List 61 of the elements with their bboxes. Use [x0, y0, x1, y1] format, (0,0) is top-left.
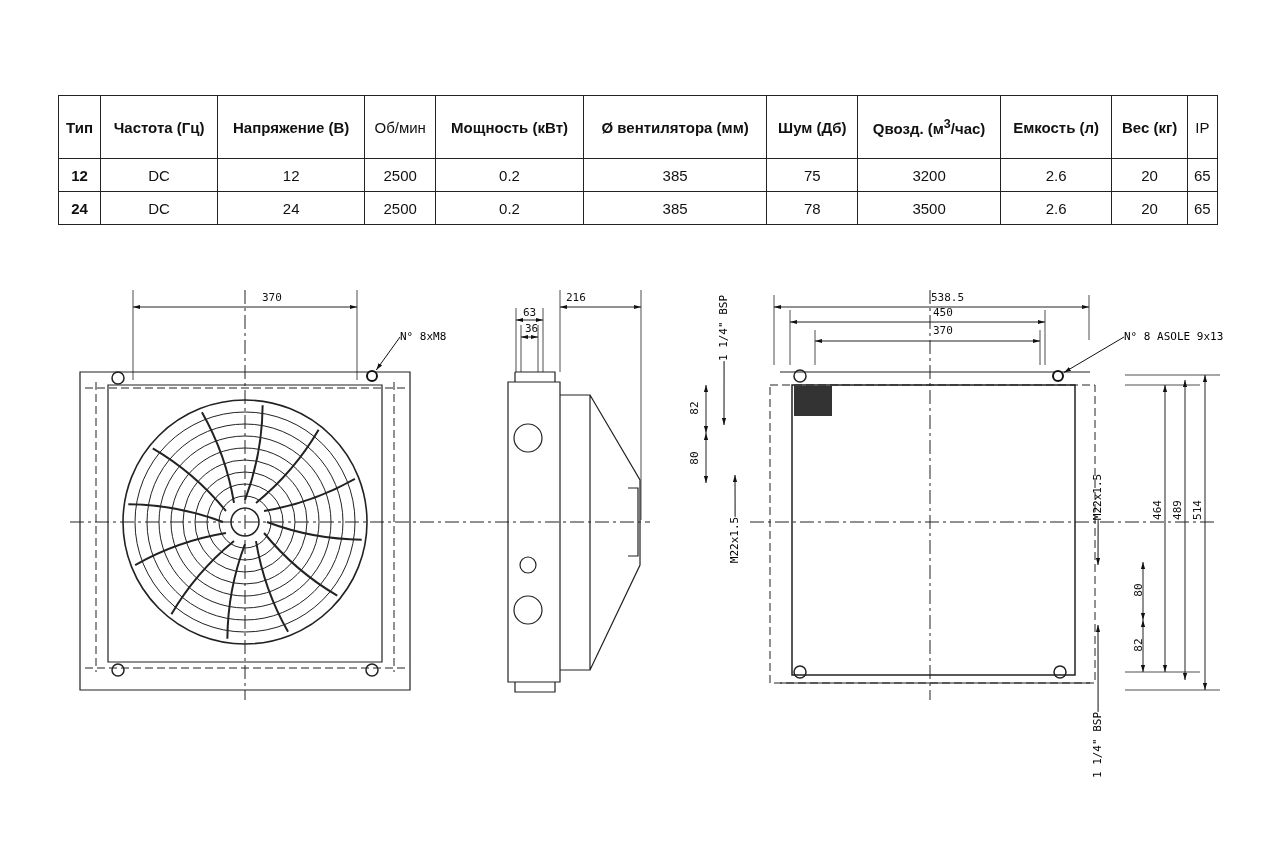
table-value: 20: [1111, 158, 1188, 192]
dimension-text: 450: [933, 307, 953, 319]
dimension-text: 216: [566, 292, 586, 304]
table-value: 65: [1187, 191, 1218, 225]
leader-line: [375, 336, 401, 371]
table-value: 0.2: [435, 158, 584, 192]
table-value: 3200: [857, 158, 1001, 192]
dimension-text: 82: [688, 401, 701, 415]
column-header: Ø вентилятора (мм): [583, 95, 767, 159]
table-value: 3500: [857, 191, 1001, 225]
dimension-text: 63: [523, 307, 537, 319]
table-value: DC: [100, 158, 218, 192]
leader-line: [1095, 624, 1101, 713]
callout-text: M22x1.5: [1092, 473, 1105, 521]
table-value: 65: [1187, 158, 1218, 192]
dimension-text: 82: [1132, 638, 1145, 652]
column-header: Вес (кг): [1111, 95, 1188, 159]
table-value: 385: [583, 191, 767, 225]
mounting-hole: [1052, 370, 1064, 382]
table-value: 12: [217, 158, 365, 192]
table-value: 2500: [364, 158, 436, 192]
dimension-text: 80: [688, 451, 701, 465]
table-value: 0.2: [435, 191, 584, 225]
dimension-text: 370: [933, 325, 953, 337]
dimension-text: 370: [262, 292, 282, 304]
leader-line: [1063, 336, 1125, 373]
table-value: 24: [217, 191, 365, 225]
table-value: DC: [100, 191, 218, 225]
callout-text: M22x1.5: [729, 516, 742, 564]
dimension-text: 36: [525, 323, 539, 335]
table-value: 2500: [364, 191, 436, 225]
callout-text: N° 8xM8: [400, 331, 447, 343]
callout-text: 1 1/4" BSP: [718, 294, 731, 362]
table-value: 385: [583, 158, 767, 192]
leader-line: [721, 360, 727, 426]
column-header: Шум (Дб): [766, 95, 858, 159]
mounting-hole: [366, 370, 378, 382]
column-header: Напряжение (В): [217, 95, 365, 159]
table-value: 75: [766, 158, 858, 192]
dimension-text: 514: [1191, 500, 1204, 520]
callout-text: N° 8 ASOLE 9x13: [1124, 331, 1224, 343]
leader-line: [732, 474, 738, 518]
dimension-text: 489: [1171, 500, 1184, 520]
column-header: Мощность (кВт): [435, 95, 584, 159]
callout-text: 1 1/4" BSP: [1092, 711, 1105, 779]
table-value: 78: [766, 191, 858, 225]
dimension-text: 464: [1151, 500, 1164, 520]
table-value: 2.6: [1000, 191, 1112, 225]
column-header: Об/мин: [364, 95, 436, 159]
table-value: 2.6: [1000, 158, 1112, 192]
table-value: 20: [1111, 191, 1188, 225]
column-header: Qвозд. (м$^{3}$/час): [857, 95, 1001, 159]
table-value: 12: [58, 158, 101, 192]
dimension-text: 80: [1132, 583, 1145, 597]
leader-line: [1095, 519, 1101, 566]
column-header: Частота (Гц): [100, 95, 218, 159]
column-header: Тип: [58, 95, 101, 159]
column-header: Емкость (л): [1000, 95, 1112, 159]
dimension-text: 538.5: [931, 292, 965, 304]
table-value: 24: [58, 191, 101, 225]
column-header: IP: [1187, 95, 1218, 159]
